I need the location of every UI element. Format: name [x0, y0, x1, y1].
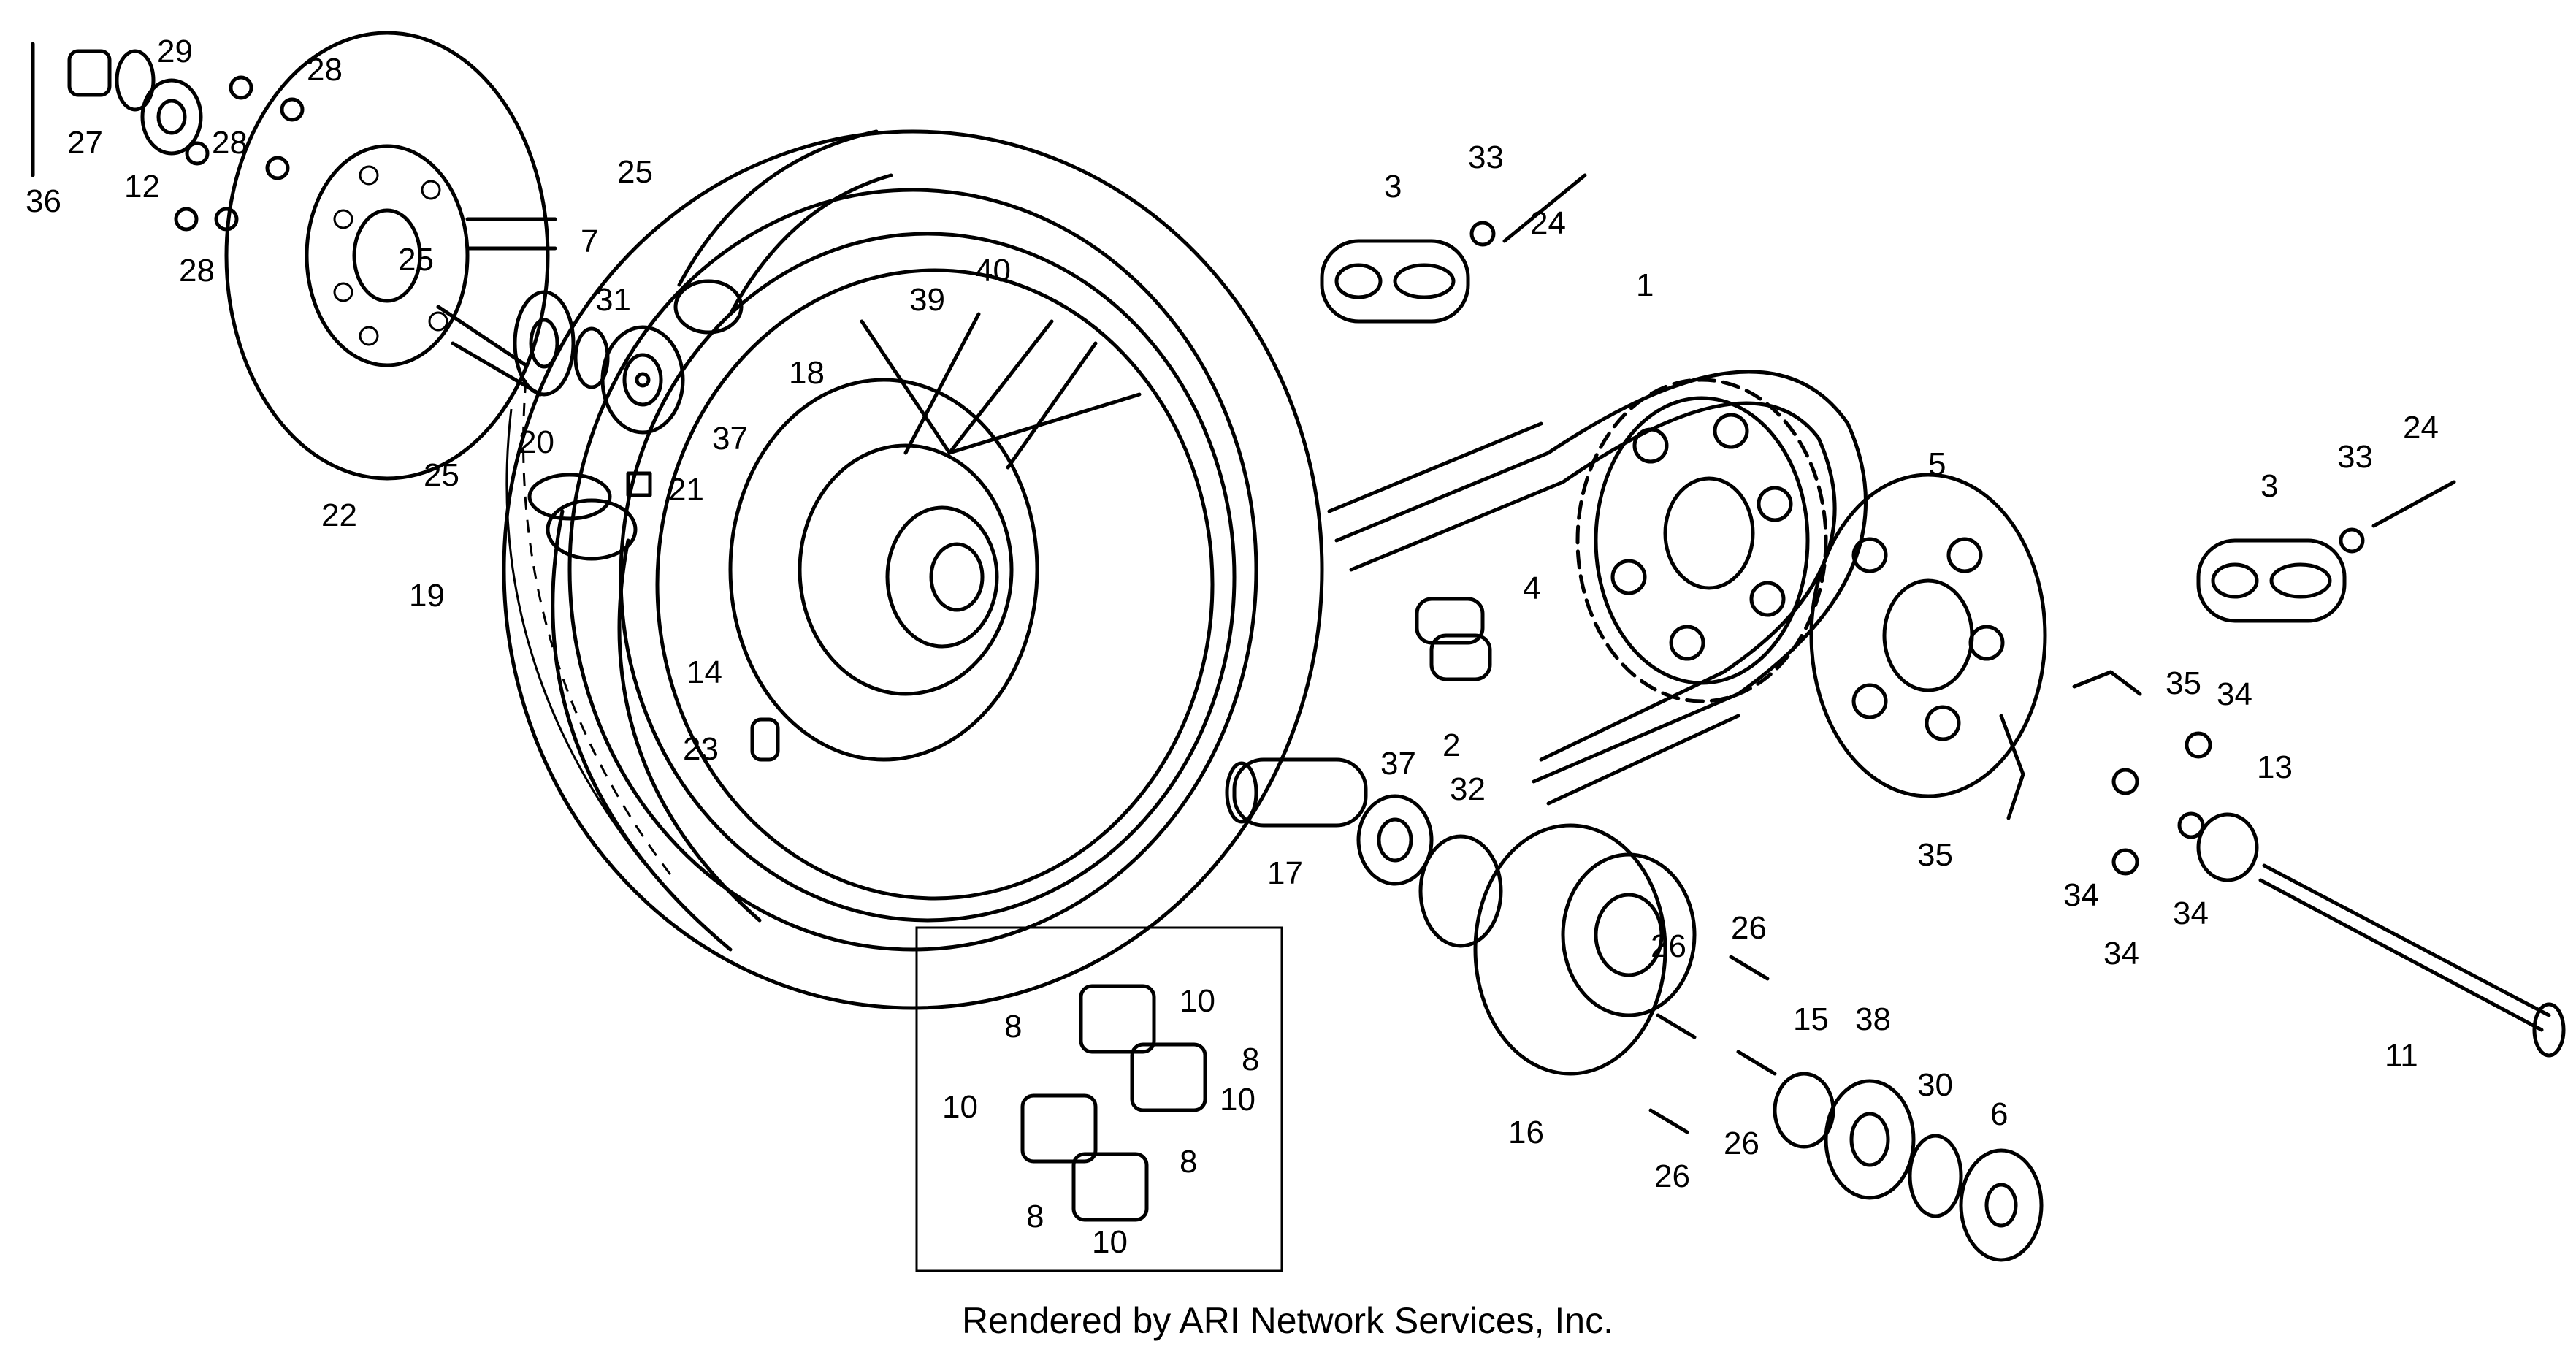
oil-seal-30 — [1908, 1134, 1963, 1218]
label-8: 8 — [1026, 1199, 1044, 1234]
label-8: 8 — [1242, 1042, 1259, 1077]
label-5: 5 — [1928, 446, 1946, 482]
label-8: 8 — [1180, 1144, 1197, 1180]
label-19: 19 — [409, 578, 445, 614]
label-2: 2 — [1442, 727, 1460, 763]
footer-credit: Rendered by ARI Network Services, Inc. — [962, 1300, 1613, 1341]
label-21: 21 — [668, 472, 704, 508]
label-28: 28 — [307, 52, 343, 88]
label-1: 1 — [1636, 267, 1654, 303]
bearing-37-right — [1356, 794, 1434, 886]
label-24: 24 — [2403, 410, 2439, 446]
label-10: 10 — [1092, 1224, 1128, 1260]
brake-disc-on-wheel — [728, 378, 1039, 762]
label-35: 35 — [1917, 837, 1953, 873]
bearing-37-left — [600, 325, 685, 435]
label-26: 26 — [1724, 1126, 1759, 1161]
label-22: 22 — [321, 497, 357, 533]
tire-section-19 — [546, 498, 762, 952]
label-3: 3 — [2260, 468, 2278, 504]
label-15: 15 — [1793, 1001, 1829, 1037]
label-38: 38 — [1855, 1001, 1891, 1037]
driven-sprocket — [1575, 378, 1828, 703]
label-7: 7 — [581, 224, 598, 259]
label-23: 23 — [683, 731, 719, 767]
brake-disc — [224, 31, 550, 481]
label-14: 14 — [687, 654, 722, 690]
chain-adjuster-left — [1320, 173, 1587, 324]
side-collar-6 — [1959, 1148, 2044, 1262]
nuts-34 — [2111, 731, 2212, 876]
brake-pad-inset-box — [915, 926, 1283, 1272]
label-3: 3 — [1384, 169, 1402, 205]
label-4: 4 — [1523, 570, 1540, 606]
master-link-2 — [1415, 597, 1492, 681]
label-26: 26 — [1651, 928, 1686, 964]
tire-section-18 — [673, 129, 893, 335]
label-33: 33 — [1468, 140, 1504, 175]
label-34: 34 — [2103, 936, 2139, 971]
label-32: 32 — [1450, 771, 1486, 807]
label-17: 17 — [1267, 855, 1303, 891]
axle-nut-and-washers — [31, 42, 305, 232]
rear-axle — [2258, 863, 2566, 1058]
label-34: 34 — [2063, 877, 2099, 913]
label-37: 37 — [1380, 746, 1416, 782]
bearing-38 — [1824, 1079, 1916, 1200]
label-33: 33 — [2337, 439, 2373, 475]
label-30: 30 — [1917, 1067, 1953, 1103]
axle-sleeve-17 — [1225, 757, 1368, 828]
label-34: 34 — [2217, 676, 2252, 712]
label-37: 37 — [712, 421, 748, 457]
label-25: 25 — [617, 154, 653, 190]
label-16: 16 — [1508, 1115, 1544, 1150]
o-ring-32 — [1418, 834, 1503, 948]
valve-21 — [626, 471, 652, 497]
label-29: 29 — [157, 34, 193, 69]
label-12: 12 — [124, 169, 160, 205]
rear-tire — [502, 129, 1324, 1010]
label-25: 25 — [424, 457, 459, 493]
axle-collar-13 — [2196, 812, 2259, 882]
lock-plates-35 — [1999, 670, 2142, 820]
disc-bolts — [436, 217, 557, 397]
wheel-rim — [655, 268, 1215, 901]
label-39: 39 — [909, 282, 945, 318]
label-26: 26 — [1654, 1158, 1690, 1194]
label-28: 28 — [179, 253, 215, 289]
label-8: 8 — [1004, 1009, 1022, 1044]
label-40: 40 — [975, 253, 1011, 289]
label-36: 36 — [26, 183, 61, 219]
label-10: 10 — [1180, 983, 1215, 1019]
label-11: 11 — [2385, 1038, 2418, 1074]
wheel-hub — [798, 443, 1014, 696]
label-10: 10 — [942, 1089, 978, 1125]
balance-weight-23 — [750, 717, 780, 762]
final-driven-flange-16 — [1473, 823, 1697, 1076]
label-34: 34 — [2173, 895, 2209, 931]
label-26: 26 — [1731, 910, 1767, 946]
callout-labels: 1 2 3 3 4 5 6 7 8 8 8 8 10 10 10 10 11 1… — [26, 34, 2439, 1260]
label-35: 35 — [2166, 665, 2201, 701]
chain-adjuster-right — [2196, 480, 2456, 623]
damper-pins-26 — [1648, 955, 1777, 1134]
label-18: 18 — [789, 355, 825, 391]
rim-tube-20 — [527, 473, 612, 521]
label-27: 27 — [67, 125, 103, 161]
drive-chain — [1327, 370, 1868, 806]
label-6: 6 — [1990, 1096, 2008, 1132]
label-28: 28 — [212, 125, 248, 161]
label-31: 31 — [595, 282, 631, 318]
label-10: 10 — [1220, 1082, 1255, 1118]
wheel-spokes — [860, 312, 1142, 470]
label-13: 13 — [2257, 749, 2293, 785]
hub-flange-collar — [513, 290, 576, 397]
label-20: 20 — [519, 424, 554, 460]
label-24: 24 — [1530, 205, 1566, 241]
sprocket-plate-5 — [1809, 473, 2047, 798]
label-25: 25 — [398, 242, 434, 278]
